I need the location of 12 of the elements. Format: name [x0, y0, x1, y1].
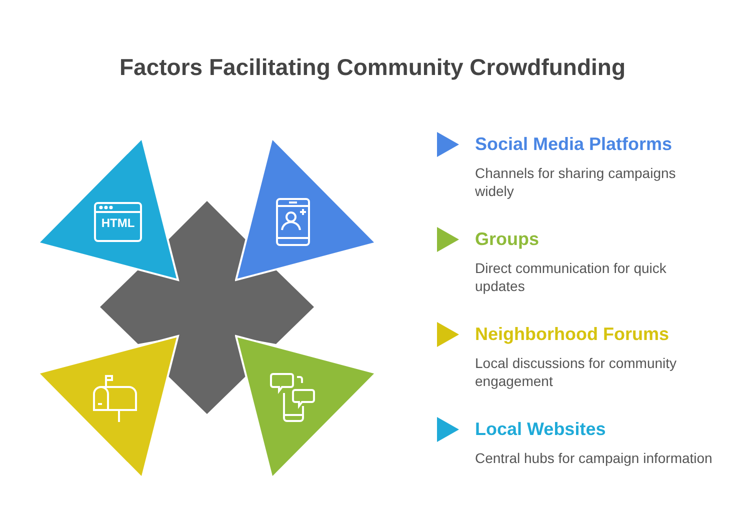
- triangle-shape: [37, 137, 180, 282]
- item-description: Channels for sharing campaigns widely: [475, 164, 677, 200]
- item-heading: Social Media Platforms: [475, 133, 672, 156]
- item-description: Central hubs for campaign information: [475, 449, 714, 467]
- item-heading: Local Websites: [475, 418, 606, 441]
- item-description: Direct communication for quick updates: [475, 259, 668, 295]
- item-heading: Neighborhood Forums: [475, 323, 669, 346]
- icon-label: HTML: [100, 217, 136, 229]
- item-heading: Groups: [475, 228, 540, 251]
- cross-shape: [100, 200, 316, 416]
- title: Factors Facilitating Community Crowdfunding: [120, 53, 626, 82]
- item-description: Local discussions for community engagement: [475, 354, 678, 390]
